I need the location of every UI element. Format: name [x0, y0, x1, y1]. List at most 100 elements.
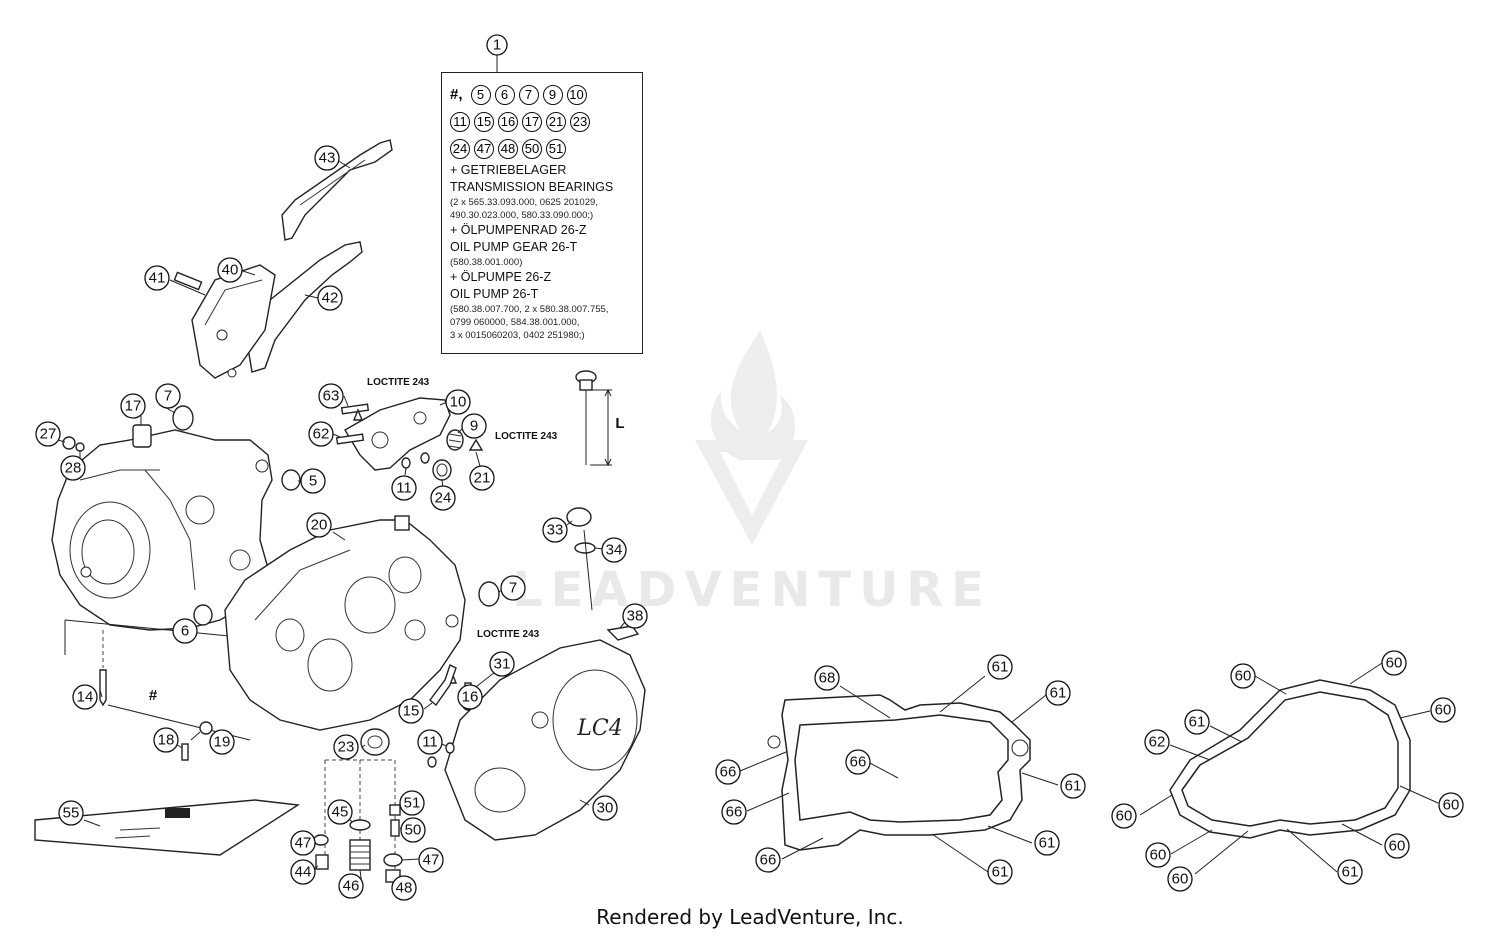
loctite-drop-right	[468, 438, 484, 451]
callout-label: 68	[819, 670, 836, 687]
kit-block-oil-pump-gear: + ÖLPUMPENRAD 26-Z OIL PUMP GEAR 26-T (5…	[450, 222, 636, 269]
loctite-label-1: LOCTITE 243	[367, 377, 430, 388]
callout-label: 46	[343, 878, 360, 895]
callout-28: 28	[60, 455, 86, 481]
dowels-11	[401, 452, 430, 469]
callout-17: 17	[120, 393, 146, 419]
callout-38: 38	[622, 603, 648, 629]
kit-text: OIL PUMP 26-T	[450, 287, 539, 301]
kit-ref: 24	[450, 138, 470, 159]
kit-ref: 17	[522, 111, 542, 132]
callout-33: 33	[542, 517, 568, 543]
callout-label: 43	[319, 150, 336, 167]
kit-row-3: 24 47 48 50 51	[450, 135, 636, 162]
callout-44: 44	[290, 859, 316, 885]
bearing-6	[193, 604, 213, 626]
callout-label: 5	[309, 473, 317, 490]
callout-label: 31	[494, 656, 511, 673]
callout-label: 40	[222, 262, 239, 279]
kit-text: + ÖLPUMPENRAD 26-Z	[450, 223, 587, 237]
callout-34: 34	[601, 537, 627, 563]
callout-label: 60	[1116, 808, 1133, 825]
callout-61d: 61	[1034, 830, 1060, 856]
callout-15: 15	[398, 698, 424, 724]
dipstick	[575, 370, 612, 467]
kit-text: TRANSMISSION BEARINGS	[450, 180, 614, 194]
callout-label: 47	[423, 852, 440, 869]
clutch-cover: LC4	[444, 639, 646, 841]
callout-48: 48	[391, 875, 417, 901]
crankcase-gasket	[767, 694, 1031, 851]
oil-filler-plug	[566, 507, 596, 611]
callout-63: 63	[318, 383, 344, 409]
callout-5: 5	[300, 468, 326, 494]
callout-47b: 47	[418, 847, 444, 873]
callout-label: 7	[509, 580, 517, 597]
callout-label: 66	[760, 852, 777, 869]
callout-60b: 60	[1230, 663, 1256, 689]
kit-ref: 9	[542, 84, 563, 105]
callout-label: 21	[474, 470, 491, 487]
callout-62: 62	[308, 421, 334, 447]
callout-60h: 60	[1167, 866, 1193, 892]
kit-row-1: #, 5 6 7 9 10	[450, 81, 636, 108]
screw-27	[62, 436, 85, 452]
callout-kit-1: 1	[486, 34, 508, 56]
callout-label: 55	[63, 805, 80, 822]
callout-7b: 7	[500, 575, 526, 601]
callout-label: 62	[313, 426, 330, 443]
cover-logo: LC4	[576, 716, 622, 741]
kit-ref: 15	[474, 111, 494, 132]
callout-label: 61	[1342, 864, 1359, 881]
hash-marker: #	[149, 687, 158, 704]
gasket-kit-box: #, 5 6 7 9 10 11 15 16 17 21 23 24 47 48…	[441, 72, 643, 354]
callout-label: 42	[322, 290, 339, 307]
callout-label: 15	[403, 703, 420, 720]
callout-60e: 60	[1384, 833, 1410, 859]
callout-label: 61	[1065, 778, 1082, 795]
watermark-text: LEADVENTURE	[512, 562, 992, 618]
callout-16: 16	[457, 684, 483, 710]
callout-label: 60	[1389, 838, 1406, 855]
clip-38	[606, 625, 640, 641]
callout-label: 66	[720, 764, 737, 781]
callout-55: 55	[58, 800, 84, 826]
kit-part-numbers: 0799 060000, 584.38.001.000,	[450, 317, 580, 328]
callout-label: 10	[450, 394, 467, 411]
kit-ref: 47	[474, 138, 494, 159]
callout-label: 51	[404, 795, 421, 812]
callout-66d: 66	[845, 749, 871, 775]
callout-label: 61	[992, 659, 1009, 676]
callout-51: 51	[399, 790, 425, 816]
callout-label: 61	[1189, 714, 1206, 731]
chain-guide-lower	[191, 241, 363, 379]
screw-18	[181, 743, 189, 761]
callout-66: 66	[715, 759, 741, 785]
kit-ref: 6	[494, 84, 515, 105]
callout-61c: 61	[1060, 773, 1086, 799]
callout-label: 19	[214, 734, 231, 751]
kit-ref: 50	[522, 138, 542, 159]
callout-label: 11	[396, 480, 412, 497]
callout-label: 66	[726, 804, 743, 821]
callout-61: 61	[987, 654, 1013, 680]
callout-31: 31	[489, 651, 515, 677]
callout-label: 28	[65, 460, 82, 477]
callout-label: 63	[323, 388, 340, 405]
svg-text:1: 1	[493, 37, 501, 54]
cable-guide-15	[429, 664, 457, 707]
callout-label: 60	[1235, 668, 1252, 685]
bearing-5	[281, 469, 301, 491]
callout-45: 45	[327, 799, 353, 825]
callout-label: 61	[1039, 835, 1056, 852]
callout-61e: 61	[987, 859, 1013, 885]
loctite-label-3: LOCTITE 243	[477, 629, 540, 640]
callout-label: 60	[1386, 655, 1403, 672]
loctite-label-2: LOCTITE 243	[495, 431, 558, 442]
washer-19	[199, 721, 213, 735]
chain-guide-upper	[281, 139, 393, 241]
callout-60: 60	[1381, 650, 1407, 676]
callout-60f: 60	[1111, 803, 1137, 829]
kit-text: + GETRIEBELAGER	[450, 163, 567, 177]
callout-label: 6	[181, 623, 189, 640]
